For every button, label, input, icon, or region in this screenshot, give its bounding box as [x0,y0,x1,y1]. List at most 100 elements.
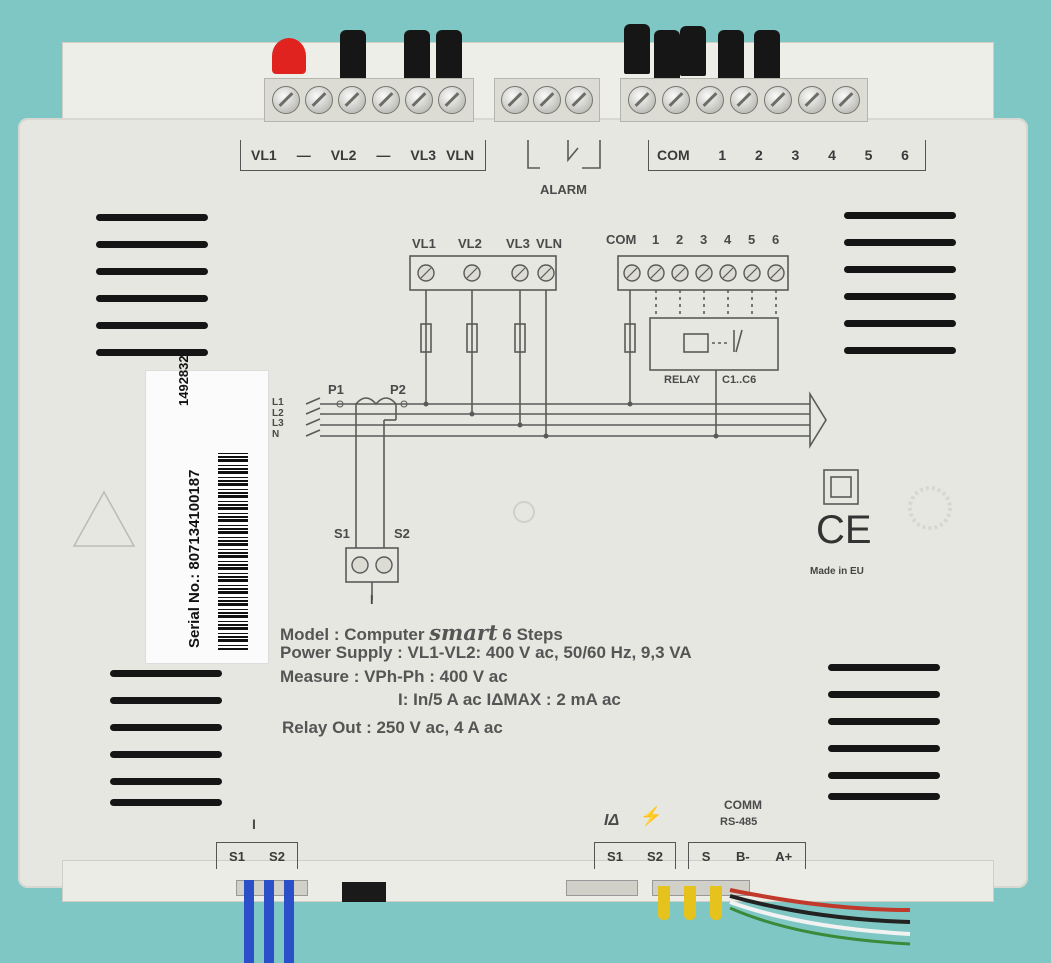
bottom-leak-s2: S2 [647,848,663,864]
bottom-ct-label: I [252,816,256,832]
bottom-ct-box: S1 S2 [216,842,298,869]
dash: — [376,147,391,163]
label-s1: S1 [334,526,350,541]
leakage-symbol: IΔ [604,812,620,829]
schem-label-vl1: VL1 [412,236,436,251]
black-wire-cap [754,30,780,80]
terminal-screw[interactable] [304,86,333,114]
terminal-screw[interactable] [501,86,529,114]
label-com: COM [657,147,690,163]
bottom-comm-box: S B- A+ [688,842,806,869]
alarm-label: ALARM [540,182,587,197]
bottom-ct-s1: S1 [229,848,245,864]
terminal-screw[interactable] [628,86,656,114]
terminal-screw[interactable] [565,86,593,114]
black-wire-cap [680,26,706,76]
bottom-comm-terminal[interactable] [652,880,750,896]
serial-number-top: 1492832 [176,355,191,406]
label-out-6: 6 [901,147,909,163]
voltage-terminal-block [264,78,474,122]
spec-measure: Measure : VPh-Ph : 400 V ac [280,667,508,686]
yellow-ferrule [658,886,670,920]
line-n: N [272,428,280,440]
terminal-screw[interactable] [371,86,400,114]
label-out-1: 1 [718,147,727,163]
relay-label: RELAY [664,374,701,386]
schem-label-4: 4 [724,232,732,247]
yellow-ferrule [710,886,722,920]
terminal-screw[interactable] [832,86,860,114]
comm-pin-b: B- [735,848,750,864]
label-vl1: VL1 [251,147,277,163]
label-p2: P2 [390,382,406,397]
schem-label-6: 6 [772,232,780,247]
yellow-ferrule [684,886,696,920]
line-l3: L3 [272,418,284,429]
dash: — [296,147,311,163]
comm-title: COMM [724,798,762,812]
red-wire-cap [272,38,306,74]
line-l1: L1 [272,397,284,408]
line-labels: L1 L2 L3 N [272,397,284,440]
earth-lightning-icon: ⚡ [640,806,663,826]
barcode [218,450,248,650]
terminal-screw[interactable] [404,86,433,114]
bottom-leak-box: S1 S2 [594,842,676,869]
label-out-3: 3 [791,147,800,163]
label-out-5: 5 [864,147,873,163]
black-wire-cap [624,24,650,74]
label-out-4: 4 [828,147,836,163]
terminal-screw[interactable] [271,86,300,114]
comm-wires [729,888,911,946]
blue-wire [244,880,254,963]
schem-label-2: 2 [676,232,684,247]
black-wire-cap [718,30,744,80]
terminal-screw[interactable] [730,86,758,114]
ct-label: I [370,592,374,607]
schem-label-1: 1 [652,232,660,247]
schem-label-3: 3 [700,232,708,247]
bottom-slot [342,882,386,902]
terminal-screw[interactable] [798,86,826,114]
line-l2: L2 [272,407,284,419]
label-out-2: 2 [754,147,763,163]
label-vl3: VL3 [410,147,437,163]
blue-wire [264,880,274,963]
spec-relay-out: Relay Out : 250 V ac, 4 A ac [282,718,503,737]
black-wire-cap [404,30,430,80]
bottom-housing [62,860,994,902]
terminal-screw[interactable] [533,86,561,114]
comm-pin-a: A+ [775,848,793,864]
serial-number-label: Serial No.: 807134100187 [186,469,203,648]
spec-model: Model : Computer smart 6 Steps [280,620,563,645]
bottom-ct-s2: S2 [269,848,285,864]
alarm-terminal-block [494,78,600,122]
schem-label-5: 5 [748,232,756,247]
terminal-screw[interactable] [338,86,367,114]
terminal-screw[interactable] [438,86,467,114]
relay-range-label: C1..C6 [722,374,757,386]
comm-pin-s: S [701,848,711,864]
model-prefix: Model : Computer [280,625,425,644]
ce-mark: CE [816,508,872,552]
label-vl2: VL2 [330,147,357,163]
schem-label-vln: VLN [536,236,562,251]
schem-label-com: COM [606,232,637,247]
model-brand: smart [429,620,498,645]
spec-power-supply: Power Supply : VL1-VL2: 400 V ac, 50/60 … [280,643,692,662]
spec-current: I: In/5 A ac IΔMAX : 2 mA ac [398,690,621,709]
label-p1: P1 [328,382,344,397]
voltage-header-box: VL1 — VL2 — VL3 VLN [240,140,486,171]
black-wire-cap [340,30,366,80]
serial-sticker [145,370,269,664]
terminal-screw[interactable] [662,86,690,114]
made-in-label: Made in EU [810,566,864,577]
terminal-screw[interactable] [764,86,792,114]
comm-sub: RS-485 [720,816,758,828]
schem-label-vl3: VL3 [506,236,530,251]
label-vln: VLN [446,147,475,163]
label-s2: S2 [394,526,410,541]
terminal-screw[interactable] [696,86,724,114]
bottom-leak-terminal[interactable] [566,880,638,896]
black-wire-cap [654,30,680,80]
